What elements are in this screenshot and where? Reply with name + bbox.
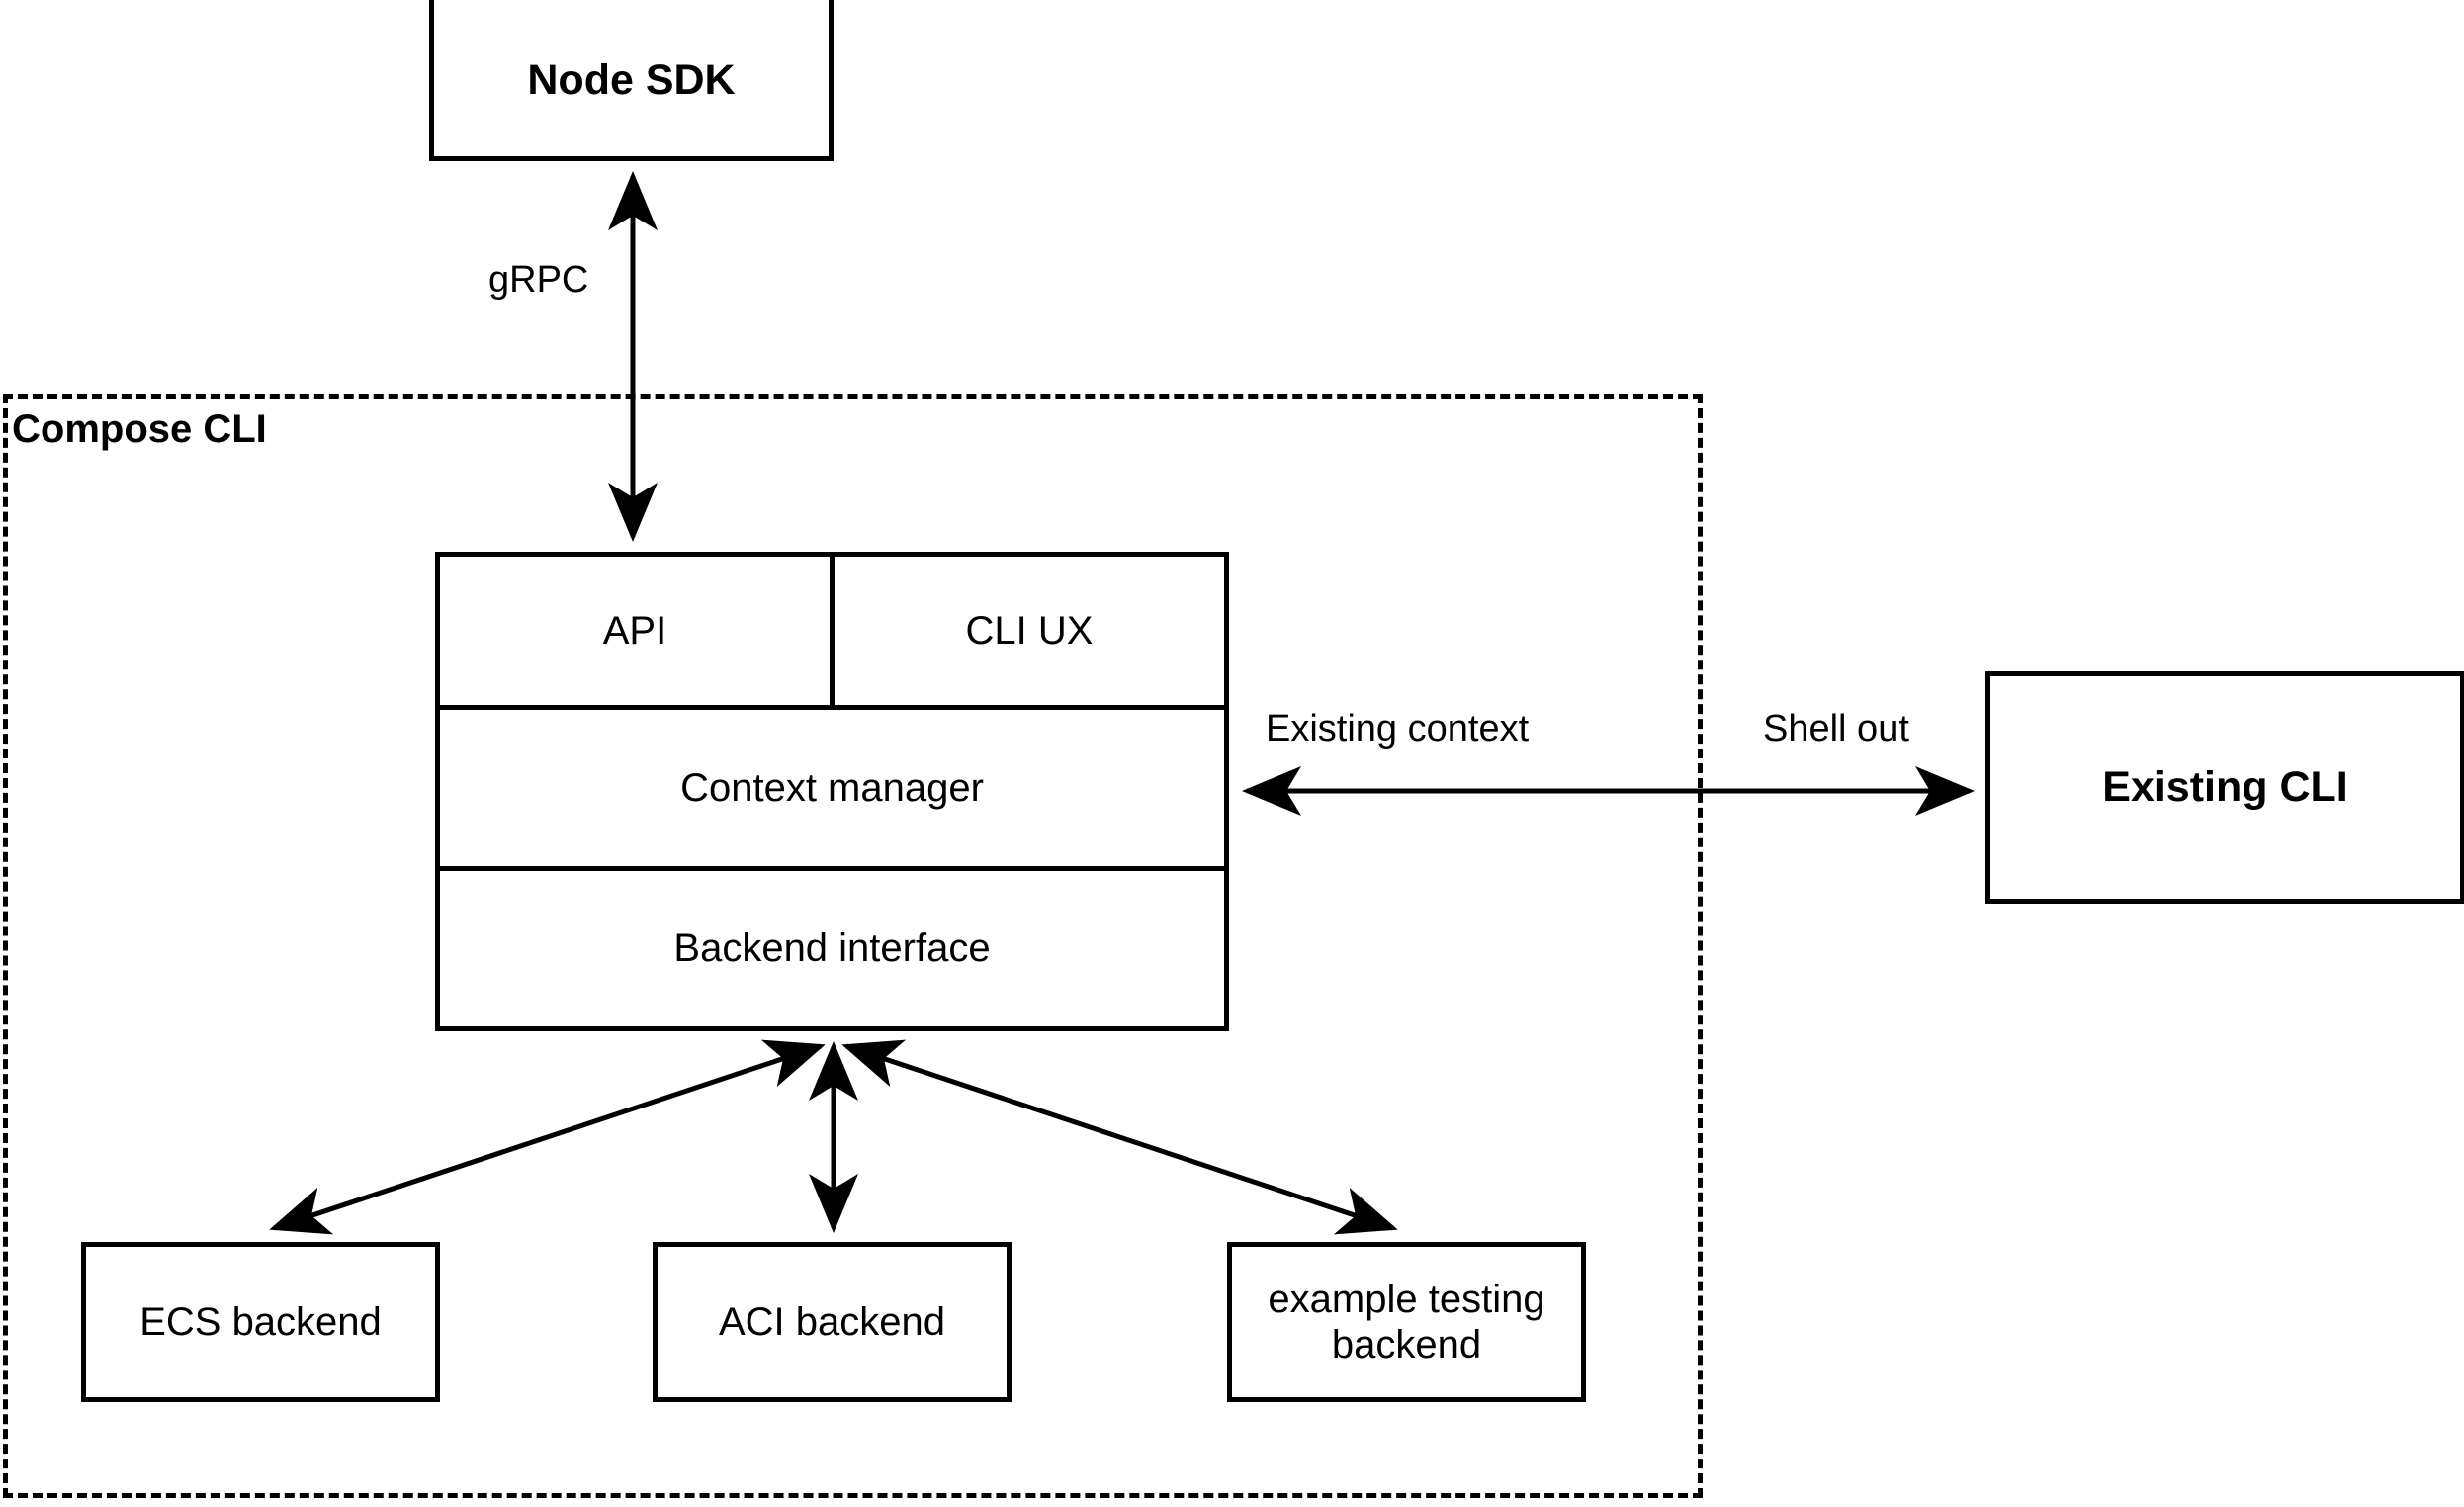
stack-top-row: API CLI UX (440, 557, 1224, 711)
ecs-backend-label: ECS backend (139, 1300, 382, 1344)
backend-interface-row[interactable]: Backend interface (440, 871, 1224, 1026)
grpc-edge-label: gRPC (488, 259, 589, 301)
example-testing-backend-line1: example testing (1268, 1278, 1545, 1321)
shell-out-edge-label: Shell out (1763, 708, 1909, 750)
existing-cli-label: Existing CLI (2102, 762, 2348, 811)
edge-backend-ecs (269, 1039, 826, 1235)
node-sdk-box[interactable]: Node SDK (429, 0, 834, 161)
compose-cli-title: Compose CLI (12, 407, 267, 451)
existing-context-edge-label: Existing context (1266, 708, 1530, 750)
api-cell[interactable]: API (440, 557, 835, 706)
cli-ux-label: CLI UX (965, 608, 1094, 653)
node-sdk-label: Node SDK (527, 55, 736, 104)
existing-cli-box[interactable]: Existing CLI (1985, 671, 2464, 904)
cli-ux-cell[interactable]: CLI UX (835, 557, 1224, 705)
backend-interface-label: Backend interface (673, 926, 991, 970)
api-label: API (602, 608, 667, 653)
example-testing-backend-line2: backend (1331, 1323, 1482, 1367)
edge-backend-example (841, 1039, 1398, 1235)
context-manager-label: Context manager (680, 765, 984, 810)
compose-cli-stack: API CLI UX Context manager Backend inter… (435, 552, 1229, 1031)
context-manager-row[interactable]: Context manager (440, 710, 1224, 871)
compose-cli-boundary (3, 394, 1703, 1498)
aci-backend-box[interactable]: ACI backend (653, 1242, 1012, 1402)
ecs-backend-box[interactable]: ECS backend (81, 1242, 440, 1402)
aci-backend-label: ACI backend (718, 1300, 946, 1344)
